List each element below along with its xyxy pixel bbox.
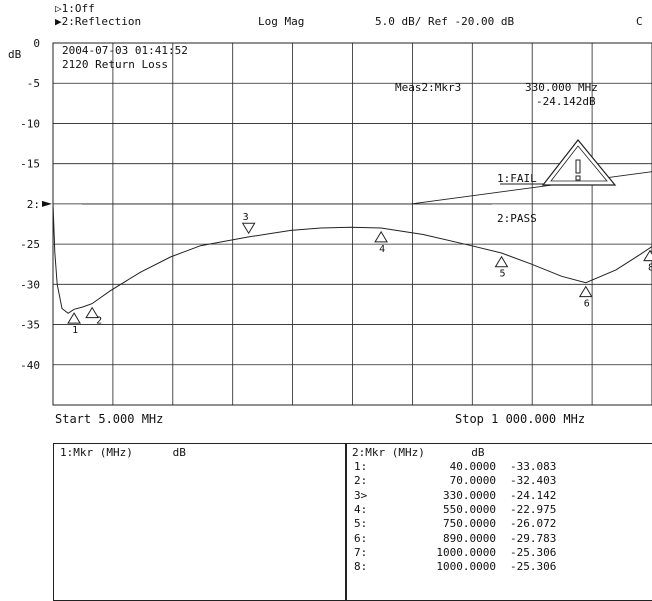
table2-freq: 40.0000 — [449, 460, 496, 473]
marker-1 — [67, 312, 81, 324]
table2-idx: 3> — [354, 488, 368, 502]
marker-3 — [241, 222, 256, 235]
marker-label-2: 2 — [96, 316, 102, 327]
marker-set: 1 2 3 4 5 6 78 — [67, 212, 652, 336]
table2-db: -24.142 — [510, 488, 557, 502]
table2-db: -26.072 — [510, 517, 557, 531]
y-tick-label: -10 — [20, 117, 40, 130]
table2-freq: 750.0000 — [443, 517, 496, 531]
y-tick-label: -5 — [27, 77, 40, 90]
y-tick-label: -30 — [20, 278, 40, 291]
meas-freq: 330.000 MHz — [525, 81, 598, 94]
timestamp: 2004-07-03 01:41:52 — [62, 44, 188, 57]
start-frequency: Start 5.000 MHz — [55, 412, 164, 426]
trace-line — [52, 203, 652, 314]
table2-idx: 1: — [354, 460, 368, 473]
y-tick-label: -40 — [20, 359, 40, 372]
table2-db: -25.306 — [510, 545, 557, 559]
trace2-status: ▶2:Reflection — [55, 15, 142, 28]
table2-header: 2:Mkr (MHz) dB — [352, 446, 485, 459]
table2-idx: 8: — [354, 560, 368, 574]
table2-idx: 4: — [354, 502, 368, 516]
trace1-status: ▷1:Off — [55, 2, 95, 15]
marker-label-6: 6 — [584, 299, 590, 310]
trace-plot: 1 2 3 4 5 6 78 0 -5 -10 -15 2: -25 -30 -35 -40 — [20, 37, 652, 406]
y-unit-label: dB — [8, 48, 22, 61]
marker-label-8: 8 — [648, 263, 652, 274]
format-label: Log Mag — [258, 15, 305, 28]
marker-label-1: 1 — [72, 325, 78, 336]
table1-header: 1:Mkr (MHz) dB — [60, 446, 186, 459]
marker-table-2: 2:Mkr (MHz) dB 1: 40.0000 -33.083 2: 70.0000… — [345, 443, 652, 601]
y-tick-label: 2: — [27, 198, 40, 211]
pass-limit-line — [411, 171, 652, 205]
y-tick-label: -15 — [20, 158, 40, 171]
table2-freq: 1000.0000 — [436, 560, 496, 574]
table2-db: -32.403 — [510, 474, 557, 488]
y-tick-labels: 0 -5 -10 -15 2: -25 -30 -35 -40 — [20, 37, 52, 372]
table2-db: -29.783 — [510, 531, 557, 545]
marker-4 — [374, 230, 388, 243]
meas-label: Meas2:Mkr3 — [395, 81, 462, 94]
table2-freq: 550.0000 — [443, 502, 496, 516]
marker-table-1: 1:Mkr (MHz) dB — [53, 443, 347, 601]
marker-label-7: 7 — [650, 263, 652, 274]
table2-freq: 1000.0000 — [436, 545, 496, 559]
table2-db: -25.306 — [510, 560, 557, 574]
ref-arrow-icon — [42, 200, 52, 207]
meas-value: -24.142dB — [536, 95, 596, 108]
limit-fail-label: 1:FAIL — [497, 172, 537, 185]
marker-8 — [643, 249, 652, 262]
table2-db: -22.975 — [510, 502, 557, 516]
y-tick-label: -35 — [20, 319, 40, 332]
table2-idx: 2: — [354, 474, 368, 488]
marker-label-5: 5 — [499, 269, 505, 280]
marker-label-3: 3 — [243, 212, 249, 223]
stop-frequency: Stop 1 000.000 MHz — [455, 412, 586, 426]
limit-pass-label: 2:PASS — [497, 212, 537, 225]
warning-icon — [541, 139, 617, 186]
marker-label-4: 4 — [379, 244, 385, 255]
table2-freq: 330.0000 — [443, 488, 496, 502]
correction-flag: C — [636, 15, 643, 28]
marker-5 — [494, 255, 509, 268]
table2-idx: 5: — [354, 517, 368, 531]
table2-idx: 6: — [354, 531, 368, 545]
y-tick-label: 0 — [33, 37, 40, 50]
table2-freq: 890.0000 — [443, 531, 496, 545]
y-tick-label: -25 — [20, 238, 40, 251]
marker-2 — [85, 306, 100, 319]
screen-title: 2120 Return Loss — [62, 58, 168, 71]
scale-label: 5.0 dB/ Ref -20.00 dB — [375, 15, 515, 28]
marker-6 — [578, 285, 593, 298]
table2-freq: 70.0000 — [449, 474, 496, 488]
table2-db: -33.083 — [510, 460, 557, 473]
table2-idx: 7: — [354, 545, 368, 559]
